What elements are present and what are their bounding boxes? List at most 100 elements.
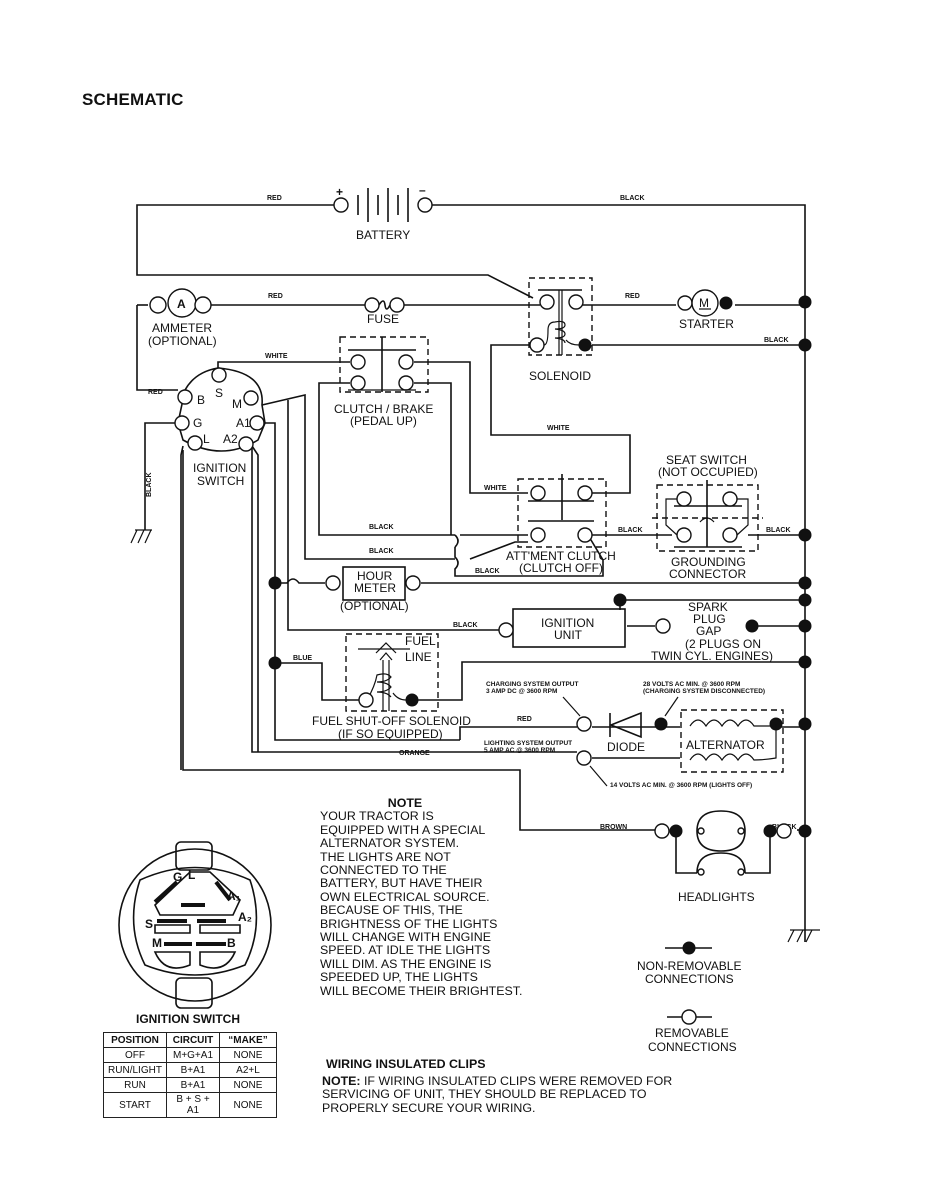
- clips-line: SERVICING OF UNIT, THEY SHOULD BE REPLAC…: [322, 1087, 647, 1101]
- note-line: OWN ELECTRICAL SOURCE.: [320, 889, 490, 904]
- pin-B: B: [227, 936, 236, 950]
- fuel-line-label: FUEL: [405, 634, 436, 648]
- table-row: RUN B+A1 NONE: [103, 1077, 277, 1093]
- spark-plug-gap[interactable]: SPARK PLUG GAP (2 PLUGS ON TWIN CYL. ENG…: [651, 600, 773, 663]
- ammeter[interactable]: A AMMETER (OPTIONAL): [148, 288, 217, 348]
- terminal-G: G: [193, 416, 202, 430]
- battery-minus-icon: –: [419, 183, 426, 197]
- alternator[interactable]: ALTERNATOR: [576, 709, 784, 773]
- terminal-L: L: [203, 432, 210, 446]
- wire-label-white: WHITE: [484, 485, 507, 492]
- header-make: “MAKE”: [219, 1032, 277, 1048]
- note-title: NOTE: [387, 796, 423, 810]
- starter-motor[interactable]: M STARTER: [677, 289, 734, 331]
- ammeter-symbol: A: [177, 297, 186, 311]
- hour-meter[interactable]: HOUR METER (OPTIONAL): [325, 566, 421, 613]
- spark-label-4: (2 PLUGS ON: [685, 637, 761, 651]
- legend-removable-2: CONNECTIONS: [648, 1040, 737, 1054]
- wire-label-black: BLACK: [369, 524, 394, 531]
- wire-label-red: RED: [148, 389, 163, 396]
- wire-label-black: BLACK: [764, 337, 789, 344]
- note-line: SPEEDED UP, THE LIGHTS: [320, 970, 478, 985]
- table-row: START B + S + A1 NONE: [103, 1092, 277, 1118]
- wire-headlight-lower-right: [745, 830, 771, 874]
- wire-clutchbrake-right: [414, 382, 452, 535]
- ignition-unit-label: IGNITION: [541, 616, 594, 630]
- grounding-connector-label-2: CONNECTOR: [669, 567, 746, 581]
- wire-headlight-lower-left: [675, 830, 697, 874]
- legend-non-removable-2: CONNECTIONS: [645, 972, 734, 986]
- wire-fuelsolenoid-ground: [410, 661, 805, 701]
- note-line: ALTERNATOR SYSTEM.: [320, 836, 460, 851]
- volts14-note: 14 VOLTS AC MIN. @ 3600 RPM (LIGHTS OFF): [610, 782, 752, 789]
- alternator-label: ALTERNATOR: [686, 738, 765, 752]
- wire-label-black: BLACK: [369, 548, 394, 555]
- ignition-switch-face-diagram: G L A₁ A₂ S M B: [118, 841, 272, 1009]
- wire-fuelsolenoid-blue: [275, 662, 360, 701]
- cell-circuit: B+A1: [166, 1062, 220, 1078]
- legend-removable: REMOVABLE: [655, 1026, 729, 1040]
- lighting-output-note-2: 5 AMP AC @ 3600 RPM: [484, 747, 555, 754]
- starter-symbol: M: [699, 296, 709, 310]
- ignition-switch-label: IGNITION: [193, 461, 246, 475]
- grounding-connector-label: GROUNDING: [671, 555, 746, 569]
- note-line: BECAUSE OF THIS, THE: [320, 903, 463, 918]
- headlights[interactable]: HEADLIGHTS: [654, 810, 812, 904]
- ignition-unit[interactable]: IGNITION UNIT: [498, 608, 626, 648]
- cell-make: NONE: [219, 1077, 277, 1093]
- clutch-brake-switch[interactable]: CLUTCH / BRAKE (PEDAL UP): [334, 336, 433, 428]
- wire-battery-positive-red: [136, 204, 534, 299]
- diode-label: DIODE: [607, 740, 645, 754]
- volts28-note: 28 VOLTS AC MIN. @ 3600 RPM: [643, 681, 740, 688]
- wire-ignition-unit-black: [287, 400, 500, 631]
- wire-ignitionS-clutchbrake-white: [217, 361, 350, 368]
- seat-switch-label: SEAT SWITCH: [666, 453, 747, 467]
- note-line: WILL DIM. AS THE ENGINE IS: [320, 956, 492, 971]
- wire-hourmeter-left: [275, 578, 325, 584]
- seat-switch[interactable]: SEAT SWITCH (NOT OCCUPIED) GROUNDING CON…: [652, 453, 763, 581]
- ignition-switch-title: IGNITION SWITCH: [136, 1012, 240, 1026]
- diode[interactable]: DIODE: [576, 711, 645, 754]
- wire-clutchbrake-attclutch-white: [414, 361, 528, 494]
- spark-label-2: PLUG: [693, 612, 726, 626]
- terminal-M: M: [232, 397, 242, 411]
- starter-label: STARTER: [679, 317, 734, 331]
- attment-clutch-label: ATT'MENT CLUTCH: [506, 549, 616, 563]
- pin-M: M: [152, 936, 162, 950]
- clips-line: NOTE: IF WIRING INSULATED CLIPS WERE REM…: [322, 1073, 673, 1089]
- attachment-clutch-switch[interactable]: ATT'MENT CLUTCH (CLUTCH OFF): [506, 474, 616, 575]
- fuel-line-label-2: LINE: [405, 650, 432, 664]
- clips-title: WIRING INSULATED CLIPS: [326, 1057, 486, 1071]
- note-line: BRIGHTNESS OF THE LIGHTS: [320, 916, 498, 931]
- cell-circuit: M+G+A1: [166, 1047, 220, 1063]
- ammeter-sublabel: (OPTIONAL): [148, 334, 217, 348]
- fuel-shutoff-solenoid[interactable]: FUEL LINE FUEL SHUT-OFF SOLENOID (IF SO …: [312, 633, 471, 741]
- wire-label-black: BLACK: [146, 473, 153, 498]
- spark-label-5: TWIN CYL. ENGINES): [651, 649, 773, 663]
- clips-text: IF WIRING INSULATED CLIPS WERE REMOVED F…: [360, 1073, 673, 1088]
- wire-label-orange: ORANGE: [399, 750, 430, 757]
- junction-dots: [268, 295, 812, 731]
- note-line: WILL BECOME THEIR BRIGHTEST.: [320, 983, 523, 998]
- cell-position: RUN/LIGHT: [103, 1062, 167, 1078]
- note-line: YOUR TRACTOR IS: [320, 809, 434, 824]
- charging-output-note: CHARGING SYSTEM OUTPUT: [486, 681, 578, 688]
- pin-G: G: [173, 870, 182, 884]
- table-header-row: POSITION CIRCUIT “MAKE”: [103, 1032, 277, 1048]
- cell-position: START: [103, 1092, 167, 1118]
- fuse[interactable]: FUSE: [364, 297, 405, 326]
- wire-battery-negative-ground-bus: [431, 204, 806, 942]
- pin-L: L: [188, 868, 195, 882]
- wire-label-brown: BROWN: [600, 824, 627, 831]
- battery[interactable]: + – BATTERY: [333, 183, 433, 242]
- clips-note-label: NOTE:: [322, 1073, 361, 1088]
- wire-label-black: BLACK: [766, 527, 791, 534]
- ground-symbol-left: [130, 529, 152, 544]
- fuse-label: FUSE: [367, 312, 399, 326]
- charging-output-note-2: 3 AMP DC @ 3600 RPM: [486, 688, 557, 695]
- ignition-switch-table: POSITION CIRCUIT “MAKE” OFF M+G+A1 NONE …: [103, 1032, 277, 1118]
- solenoid[interactable]: SOLENOID: [528, 277, 593, 383]
- ignition-switch[interactable]: S B M G A1 L A2 IGNITION SWITCH: [174, 367, 266, 770]
- ammeter-label: AMMETER: [152, 321, 212, 335]
